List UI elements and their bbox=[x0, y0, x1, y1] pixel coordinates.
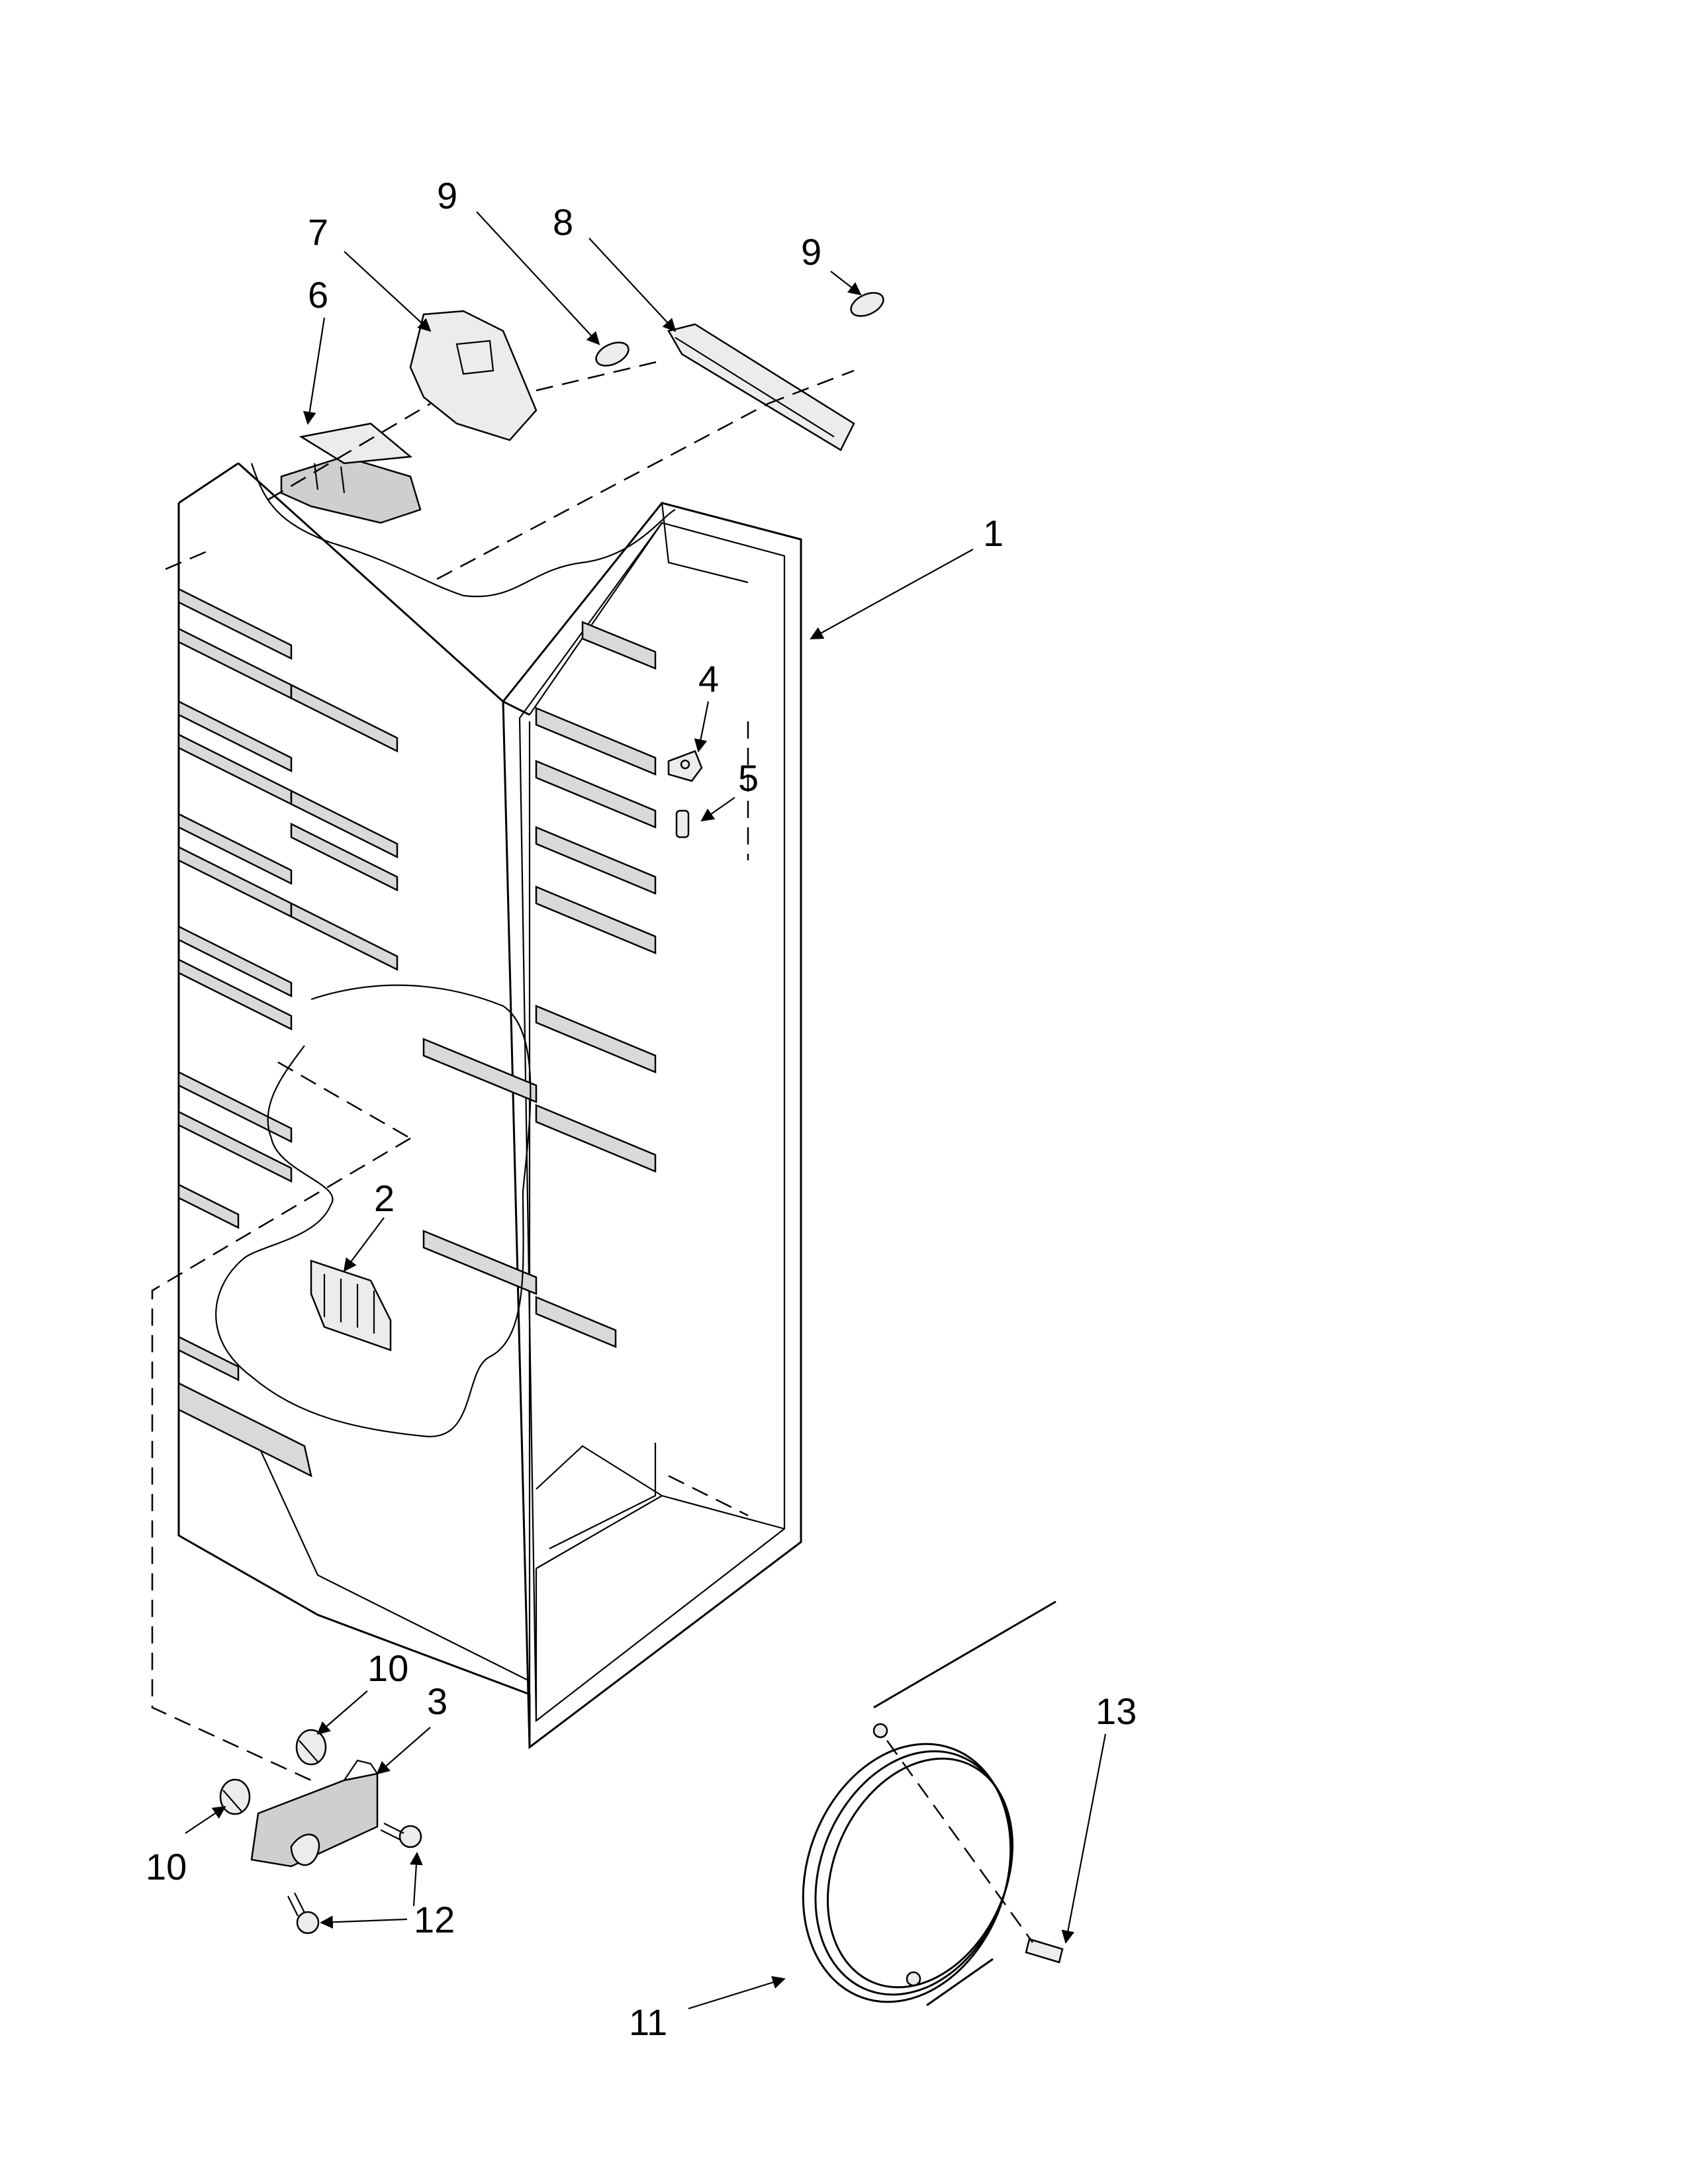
part-11-coiled-tubing bbox=[802, 1600, 1056, 2007]
cutaway-outlines bbox=[215, 463, 676, 1437]
callout-1: 1 bbox=[983, 512, 1004, 554]
callout-5: 5 bbox=[738, 757, 759, 799]
part-9-screws bbox=[595, 292, 884, 367]
callout-12: 12 bbox=[414, 1899, 455, 1940]
callout-3: 3 bbox=[427, 1680, 447, 1722]
back-shelf-ribs bbox=[422, 621, 657, 1348]
callout-8: 8 bbox=[553, 201, 573, 243]
callout-9-right: 9 bbox=[801, 231, 821, 273]
part-6-housing bbox=[280, 422, 422, 524]
callout-6: 6 bbox=[308, 274, 328, 316]
part-3-bracket bbox=[250, 1759, 379, 1868]
callout-11: 11 bbox=[629, 2001, 667, 2043]
callout-10-bottom: 10 bbox=[146, 1846, 187, 1888]
callout-2: 2 bbox=[374, 1177, 395, 1219]
callout-9-left: 9 bbox=[437, 175, 457, 216]
part-2-grille bbox=[310, 1259, 392, 1351]
liner-cabinet bbox=[177, 462, 802, 1749]
assembly-dashed-lines bbox=[151, 359, 1034, 1943]
part-10-plugs bbox=[219, 1729, 327, 1815]
callout-4: 4 bbox=[698, 658, 719, 700]
callout-7: 7 bbox=[308, 211, 328, 253]
part-12-pins bbox=[287, 1823, 422, 1934]
part-4-clip bbox=[667, 750, 703, 782]
part-8-rail bbox=[667, 323, 855, 451]
callout-10-top: 10 bbox=[367, 1647, 408, 1689]
callout-13: 13 bbox=[1096, 1690, 1137, 1732]
callout-labels: 1 2 3 4 5 6 7 8 9 9 10 10 11 12 13 bbox=[146, 175, 1137, 2043]
part-5-screw bbox=[675, 809, 690, 839]
part-13-screw bbox=[1025, 1938, 1064, 1964]
part-7-bracket bbox=[409, 310, 538, 441]
leader-arrows bbox=[185, 211, 1107, 2010]
left-shelf-ribs bbox=[177, 587, 399, 1478]
